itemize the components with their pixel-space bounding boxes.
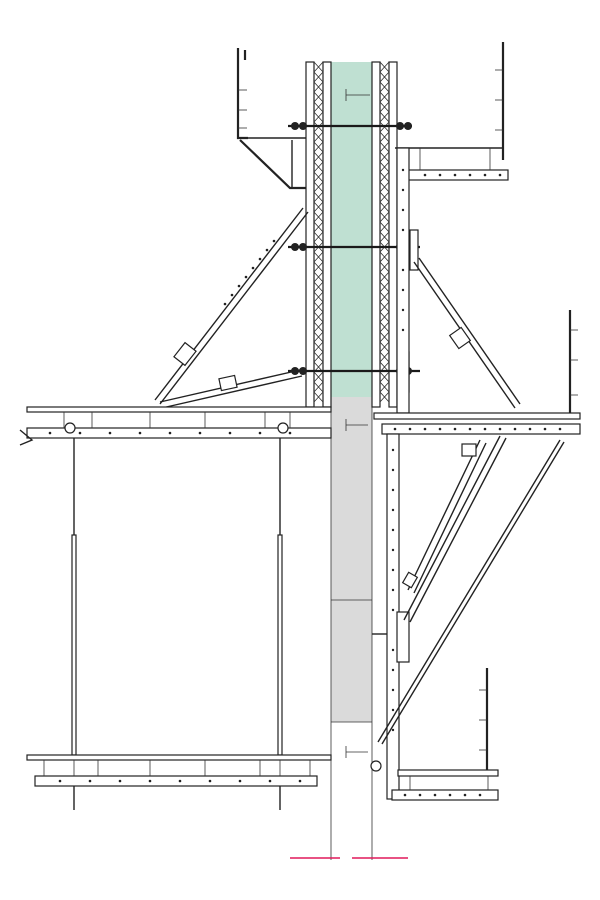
fresh-concrete-section (331, 62, 372, 397)
cured-concrete-section (331, 397, 372, 722)
concrete-wall (330, 62, 373, 860)
right-push-pull-strut (413, 257, 521, 409)
climbing-bracket-post (372, 433, 410, 800)
left-formwork-panel (305, 61, 332, 408)
right-lower-platform (370, 668, 499, 801)
left-push-pull-strut (154, 207, 309, 409)
left-upper-platform (236, 48, 306, 190)
left-main-deck (19, 406, 332, 446)
left-suspension-rods (71, 438, 283, 756)
bracket-diagonals (377, 435, 565, 745)
right-upper-platform (395, 42, 509, 181)
right-vertical-waler (396, 147, 410, 414)
right-formwork-panel (371, 61, 398, 408)
right-main-deck (373, 310, 581, 435)
anchor-cones (345, 89, 370, 758)
left-lower-platform (26, 754, 332, 810)
